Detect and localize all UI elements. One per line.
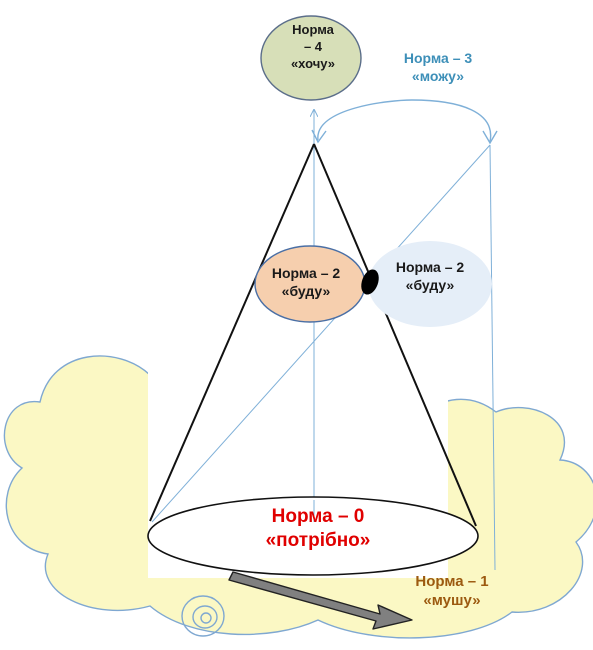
curved-arrow-icon xyxy=(311,99,498,145)
thick-arrow-icon xyxy=(228,571,413,630)
norma0-line2: «потрібно» xyxy=(265,529,371,551)
norma3-label: Норма – 3 «можу» xyxy=(378,50,498,85)
norma2-left-label: Норма – 2 «буду» xyxy=(256,265,356,300)
spiral-icon xyxy=(181,595,225,637)
norma2-left-line1: Норма – 2 xyxy=(271,265,341,281)
cone xyxy=(147,143,479,576)
norma1-label: Норма – 1 «мушу» xyxy=(392,573,512,611)
norma4-label: Норма – 4 «хочу» xyxy=(268,22,358,73)
norma4-line3: «хочу» xyxy=(290,55,336,71)
norma4-line1: Норма xyxy=(292,22,334,37)
norma0-line1: Норма – 0 xyxy=(271,506,365,527)
norma4-ellipse xyxy=(260,15,362,101)
norma4-line2: – 4 xyxy=(303,38,323,54)
norma0-label: Норма – 0 «потрібно» xyxy=(218,505,418,553)
norma1-line1: Норма – 1 xyxy=(415,573,489,590)
norma2-right-line1: Норма – 2 xyxy=(395,259,465,275)
norma3-line2: «можу» xyxy=(411,67,465,84)
norma1-line2: «мушу» xyxy=(423,591,481,609)
norma2-right-label: Норма – 2 «буду» xyxy=(374,259,486,294)
norma2-right-ellipse xyxy=(368,241,492,327)
norma2-right-line2: «буду» xyxy=(405,276,455,293)
junction-dot-icon xyxy=(361,269,379,295)
norma3-line1: Норма – 3 xyxy=(403,50,473,66)
norma2-left-line2: «буду» xyxy=(281,282,331,299)
